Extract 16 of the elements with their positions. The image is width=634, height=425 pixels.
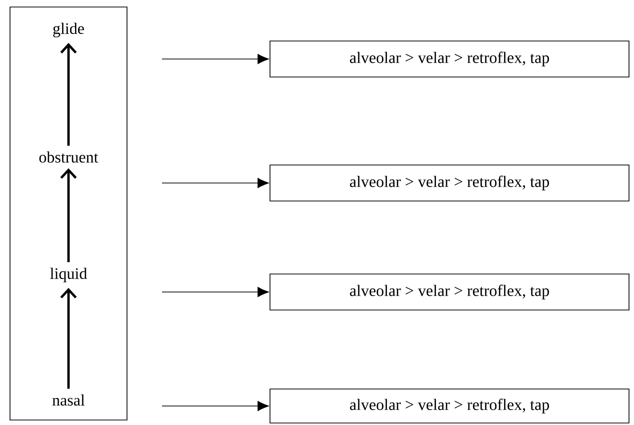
text-box: alveolar > velar > retroflex, tap	[270, 388, 630, 424]
outline-box	[10, 6, 128, 420]
arrow	[162, 400, 269, 412]
arrow	[60, 168, 77, 262]
category-label: glide	[53, 22, 84, 38]
arrow	[162, 286, 269, 298]
category-label: liquid	[50, 268, 87, 282]
text-box: alveolar > velar > retroflex, tap	[270, 274, 630, 310]
arrow	[60, 42, 77, 146]
category-label: obstruent	[39, 151, 98, 163]
arrow	[162, 178, 269, 188]
arrow	[162, 54, 269, 64]
category-label: nasal	[52, 394, 85, 406]
text-box: alveolar > velar > retroflex, tap	[270, 40, 630, 78]
arrow	[60, 288, 77, 389]
text-box: alveolar > velar > retroflex, tap	[270, 164, 630, 202]
